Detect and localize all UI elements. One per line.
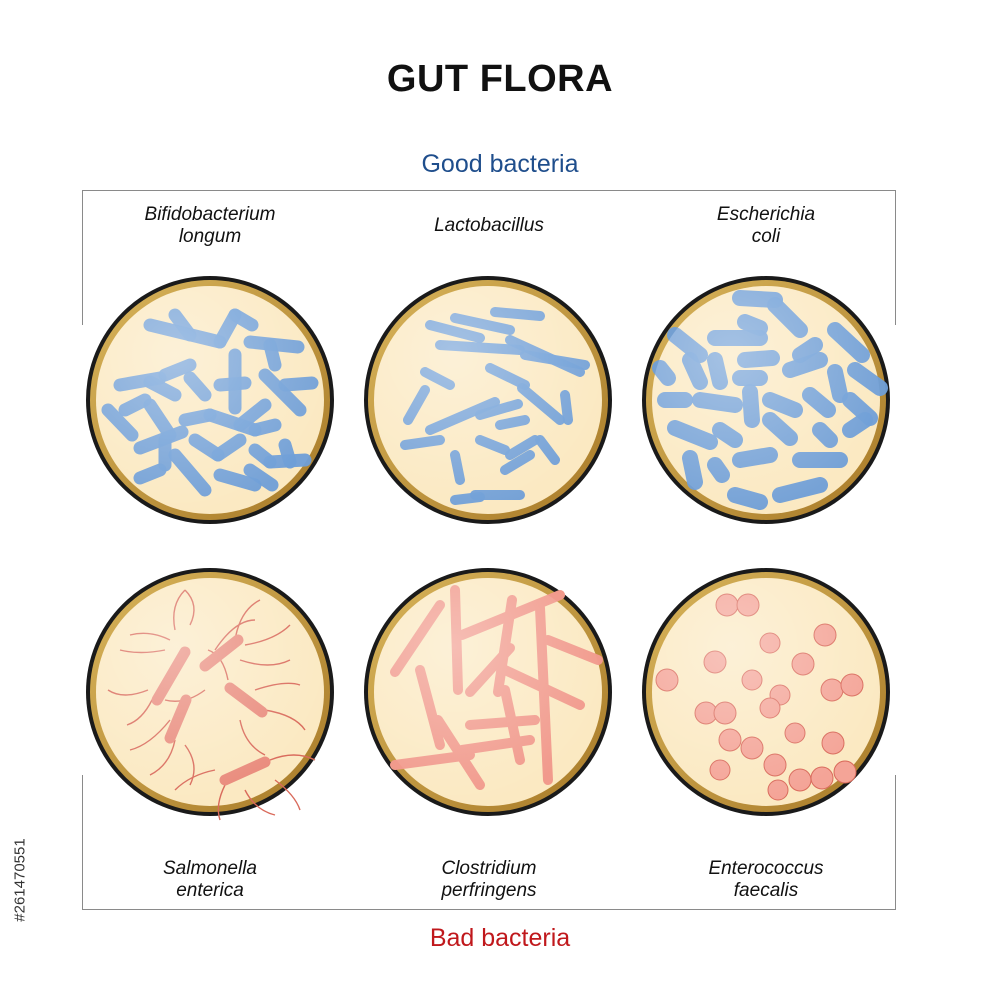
petri-dish-bifidobacterium bbox=[86, 276, 334, 524]
species-name-line2: longum bbox=[178, 226, 242, 247]
species-label-salmonella: Salmonella enterica bbox=[90, 858, 330, 902]
bad-bacteria-bracket bbox=[82, 775, 896, 910]
petri-dish-salmonella bbox=[86, 568, 334, 821]
species-name-line2: enterica bbox=[176, 880, 244, 901]
petri-dish-lactobacillus bbox=[364, 276, 612, 524]
good-bacteria-bracket bbox=[82, 190, 896, 325]
species-name-line1: Escherichia bbox=[716, 204, 816, 225]
species-name-line2: faecalis bbox=[733, 880, 799, 901]
species-label-lactobacillus: Lactobacillus bbox=[369, 215, 609, 237]
petri-dish-escherichia bbox=[642, 276, 890, 524]
bad-bacteria-label: Bad bacteria bbox=[429, 924, 571, 952]
petri-dish-clostridium bbox=[364, 568, 612, 816]
species-name-line2: coli bbox=[751, 226, 781, 247]
species-name-line2: perfringens bbox=[441, 880, 537, 901]
stock-watermark-id: #261470551 bbox=[6, 765, 34, 995]
species-name-line1: Enterococcus bbox=[708, 858, 824, 879]
species-label-clostridium: Clostridium perfringens bbox=[369, 858, 609, 902]
species-name-line1: Lactobacillus bbox=[434, 215, 544, 236]
petri-dish-enterococcus bbox=[642, 568, 890, 816]
species-label-escherichia: Escherichia coli bbox=[646, 204, 886, 248]
species-name-line1: Clostridium bbox=[441, 858, 537, 879]
species-label-bifidobacterium: Bifidobacterium longum bbox=[90, 204, 330, 248]
species-label-enterococcus: Enterococcus faecalis bbox=[646, 858, 886, 902]
good-bacteria-label: Good bacteria bbox=[421, 150, 579, 178]
species-name-line1: Salmonella bbox=[163, 858, 257, 879]
species-name-line1: Bifidobacterium bbox=[144, 204, 276, 225]
stock-id-text: #261470551 bbox=[11, 838, 29, 922]
page-title: GUT FLORA bbox=[386, 58, 614, 100]
